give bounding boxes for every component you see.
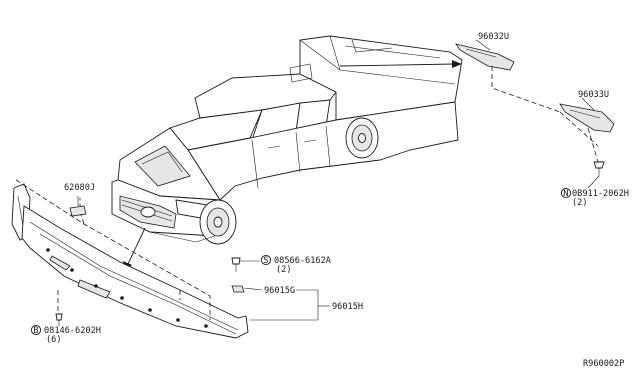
part-label-96015g: 96015G <box>264 286 295 296</box>
callout-circle-b <box>30 324 42 336</box>
part-label-08566-6162a: 08566-6162A <box>274 256 332 266</box>
leader-arrow-to-bumper <box>127 227 146 265</box>
part-label-96032u: 96032U <box>478 32 509 42</box>
part-96015g-clip <box>231 285 263 293</box>
group-bracket-line <box>250 289 319 321</box>
leader-lines <box>123 60 462 272</box>
callout-circle-n <box>560 187 572 199</box>
pickup-truck-illustration <box>111 35 463 245</box>
part-label-08911-2062h: 0B911-2062H <box>572 189 629 199</box>
clip-fastener-08911 <box>587 161 605 189</box>
part-front-bumper-lower <box>11 183 249 339</box>
part-label-08146-6202h: 08146-6202H <box>44 326 101 336</box>
dashed-leader <box>491 66 561 113</box>
callout-letter-s: S <box>263 256 268 266</box>
dashed-leader <box>587 127 599 163</box>
part-qty-08146: (6) <box>46 335 62 345</box>
callout-circle-s <box>260 254 272 266</box>
leader-arrow-to-96032u <box>339 63 456 67</box>
dashed-leader <box>15 179 211 320</box>
clip-fastener-08566 <box>231 257 260 272</box>
part-qty-08911: (2) <box>572 198 588 208</box>
part-96033u-trim <box>559 97 615 133</box>
part-label-96015h: 96015H <box>332 302 363 312</box>
callout-letter-n: N <box>563 189 568 199</box>
arrowhead-icon <box>452 60 462 68</box>
bolt-fastener-08146 <box>55 313 63 326</box>
part-label-62080j: 62080J <box>64 183 95 193</box>
part-qty-08566: (2) <box>276 265 292 275</box>
part-label-96033u: 96033U <box>578 90 609 100</box>
part-62080j-bracket <box>69 196 87 217</box>
callout-letter-b: B <box>33 326 38 336</box>
part-96032u-trim <box>455 39 515 71</box>
diagram-reference-code: R960002P <box>583 359 624 369</box>
